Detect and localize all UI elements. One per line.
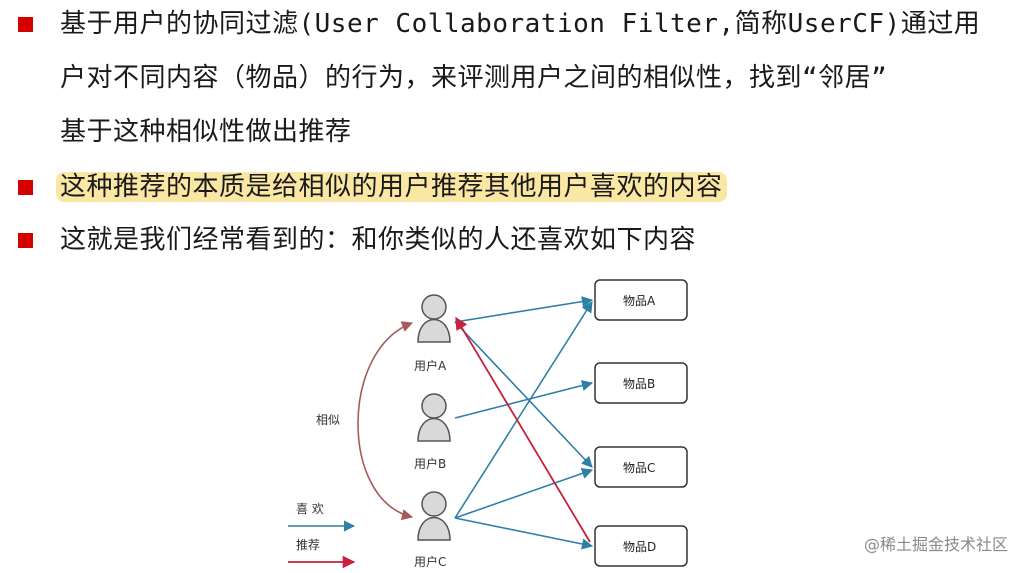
bullet-marker-1 xyxy=(18,17,33,32)
item-b-box xyxy=(594,362,688,404)
item-b-label: 物品B xyxy=(623,377,655,391)
like-edge-C-itemD xyxy=(454,517,594,550)
item-c-box xyxy=(594,446,688,488)
bullet-1-line-3: 基于这种相似性做出推荐 xyxy=(60,117,352,147)
user-a-label: 用户A xyxy=(414,358,447,373)
watermark: @稀土掘金技术社区 xyxy=(863,535,1008,554)
bullet-1-line-2: 户对不同内容（物品）的行为，来评测用户之间的相似性，找到“邻居” xyxy=(60,63,888,93)
item-c-label: 物品C xyxy=(623,461,655,475)
bullet-3-text: 这就是我们经常看到的：和你类似的人还喜欢如下内容 xyxy=(60,225,697,255)
bullet-marker-3 xyxy=(18,233,33,248)
item-d-label: 物品D xyxy=(623,540,656,554)
similar-arrow xyxy=(357,321,414,521)
bullet-marker-2 xyxy=(18,180,33,195)
item-a-box xyxy=(594,279,688,321)
user-c-label: 用户C xyxy=(414,554,446,569)
user-a-icon xyxy=(417,294,451,343)
item-d-box xyxy=(594,525,688,567)
bullet-1-line-1: 基于用户的协同过滤(User Collaboration Filter,简称Us… xyxy=(60,9,981,39)
user-c-icon xyxy=(417,491,451,541)
recommend-edge-itemD-userA xyxy=(455,316,591,543)
user-b-icon xyxy=(417,393,451,442)
item-a-label: 物品A xyxy=(623,294,656,308)
like-edge-B-itemB xyxy=(454,380,594,419)
highlight: 这种推荐的本质是给相似的用户推荐其他用户喜欢的内容 xyxy=(56,172,727,202)
like-edge-C-itemC xyxy=(454,468,594,519)
similar-label: 相似 xyxy=(316,413,340,427)
like-edge-A-itemC xyxy=(454,321,593,468)
legend-recommend-label: 推荐 xyxy=(296,538,320,552)
legend-like-label: 喜 欢 xyxy=(296,501,324,516)
like-edge-C-itemA xyxy=(454,301,593,519)
user-b-label: 用户B xyxy=(414,456,446,471)
like-edge-A-itemA xyxy=(454,296,594,323)
bullet-2-text: 这种推荐的本质是给相似的用户推荐其他用户喜欢的内容 xyxy=(56,172,727,202)
